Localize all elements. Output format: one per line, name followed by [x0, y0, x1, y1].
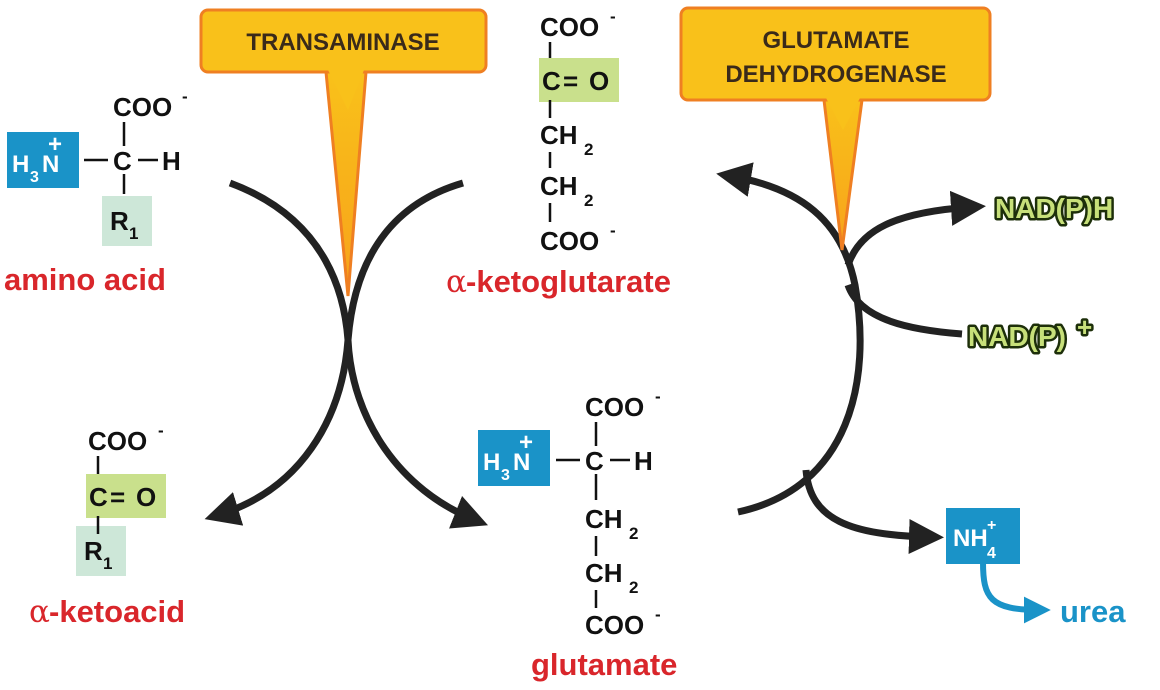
ketoacid-o: O: [136, 482, 156, 512]
glu-h-alpha: H: [634, 446, 653, 476]
glu-coo-top: COO: [585, 392, 644, 422]
akg-c: C: [542, 66, 561, 96]
arrow-ketoglutarate-to-ketoacid: [204, 179, 464, 526]
glu-ch-2-sub: 2: [629, 578, 638, 597]
arrow-to-nh4: [802, 469, 944, 554]
cofactors: NAD(P)H NAD(P) +: [966, 191, 1116, 355]
akg-minus-top: -: [610, 7, 616, 26]
amino-group-box: [7, 132, 79, 188]
glu-minus-top: -: [655, 387, 661, 406]
nadp-label: NAD(P): [968, 321, 1066, 352]
akg-ch-2: CH: [540, 171, 578, 201]
akg-coo-top: COO: [540, 12, 599, 42]
nh4-plus: +: [987, 517, 996, 534]
ketoacid-c: C: [89, 482, 108, 512]
akg-alpha-symbol: α: [446, 264, 467, 300]
akg-o: O: [589, 66, 609, 96]
ketoglutarate-label: -ketoglutarate: [466, 264, 671, 299]
arrow-nh4-to-urea: [980, 561, 1051, 624]
akg-carbonyl-box: [539, 58, 619, 102]
glu-ch-1: CH: [585, 504, 623, 534]
transaminase-label: TRANSAMINASE: [246, 29, 439, 56]
ketoacid-r: R: [84, 536, 103, 566]
glu-h: H: [483, 449, 500, 476]
glu-amino-group-box: [478, 430, 550, 486]
ketoacid-structure: COO - C = O R 1 α -ketoacid: [29, 421, 185, 630]
akg-ch-1: CH: [540, 120, 578, 150]
glu-ch-1-sub: 2: [629, 524, 638, 543]
arrow-from-nadp: [844, 283, 963, 338]
nh4-sub: 4: [987, 545, 996, 562]
amino-acid-r-sub: 1: [129, 224, 138, 243]
glu-minus-bottom: -: [655, 605, 661, 624]
nadph-label: NAD(P)H: [995, 193, 1113, 224]
ammonium-urea: NH 4 + urea: [946, 508, 1126, 629]
amino-acid-h-sub: 3: [30, 169, 39, 186]
amino-acid-h-alpha: H: [162, 146, 181, 176]
glu-h-sub: 3: [501, 467, 510, 484]
akg-coo-bottom: COO: [540, 226, 599, 256]
amino-acid-structure: H 3 N + C H COO - R 1 amino acid: [4, 87, 188, 297]
urea-label: urea: [1060, 594, 1126, 629]
ketoacid-r-group-box: [76, 526, 126, 576]
akg-ch-1-sub: 2: [584, 140, 593, 159]
ketoacid-double-bond: =: [110, 482, 125, 512]
amino-acid-coo: COO: [113, 92, 172, 122]
amino-acid-h: H: [12, 151, 29, 178]
akg-ch-2-sub: 2: [584, 191, 593, 210]
amino-acid-c: C: [113, 146, 132, 176]
gdh-arrows: [716, 162, 1051, 624]
glu-n: N: [513, 449, 530, 476]
transaminase-callout: TRANSAMINASE: [199, 8, 488, 297]
gdh-callout: GLUTAMATE DEHYDROGENASE: [679, 6, 992, 251]
glutamate-label: glutamate: [531, 647, 677, 682]
nh4-nh: NH: [953, 525, 988, 552]
transaminase-arrows: [204, 179, 488, 529]
glu-ch-2: CH: [585, 558, 623, 588]
ammonium-box: [946, 508, 1020, 564]
ketoglutarate-structure: COO - C = O CH 2 CH 2 COO - α -ketogluta…: [446, 7, 671, 300]
arrow-to-nadph: [844, 190, 986, 267]
ketoacid-label: -ketoacid: [49, 594, 185, 629]
amino-acid-label: amino acid: [4, 262, 166, 297]
amino-acid-minus: -: [182, 87, 188, 106]
glutamate-structure: COO - H 3 N + C H CH 2 CH 2 COO - glutam…: [478, 387, 677, 682]
akg-double-bond: =: [563, 66, 578, 96]
glu-plus: +: [519, 429, 533, 456]
akg-minus-bottom: -: [610, 221, 616, 240]
glu-coo-bottom: COO: [585, 610, 644, 640]
ketoacid-carbonyl-box: [86, 474, 166, 518]
ketoacid-coo: COO: [88, 426, 147, 456]
ketoacid-alpha-symbol: α: [29, 594, 50, 630]
amino-acid-plus: +: [48, 131, 62, 158]
nadp-plus: +: [1077, 312, 1092, 342]
amino-acid-n: N: [42, 151, 59, 178]
gdh-label-line1: GLUTAMATE: [762, 27, 909, 54]
ketoacid-r-sub: 1: [103, 554, 112, 573]
amino-acid-r: R: [110, 206, 129, 236]
glu-c: C: [585, 446, 604, 476]
r-group-box: [102, 196, 152, 246]
ketoacid-minus: -: [158, 421, 164, 440]
gdh-label-line2: DEHYDROGENASE: [725, 61, 946, 88]
